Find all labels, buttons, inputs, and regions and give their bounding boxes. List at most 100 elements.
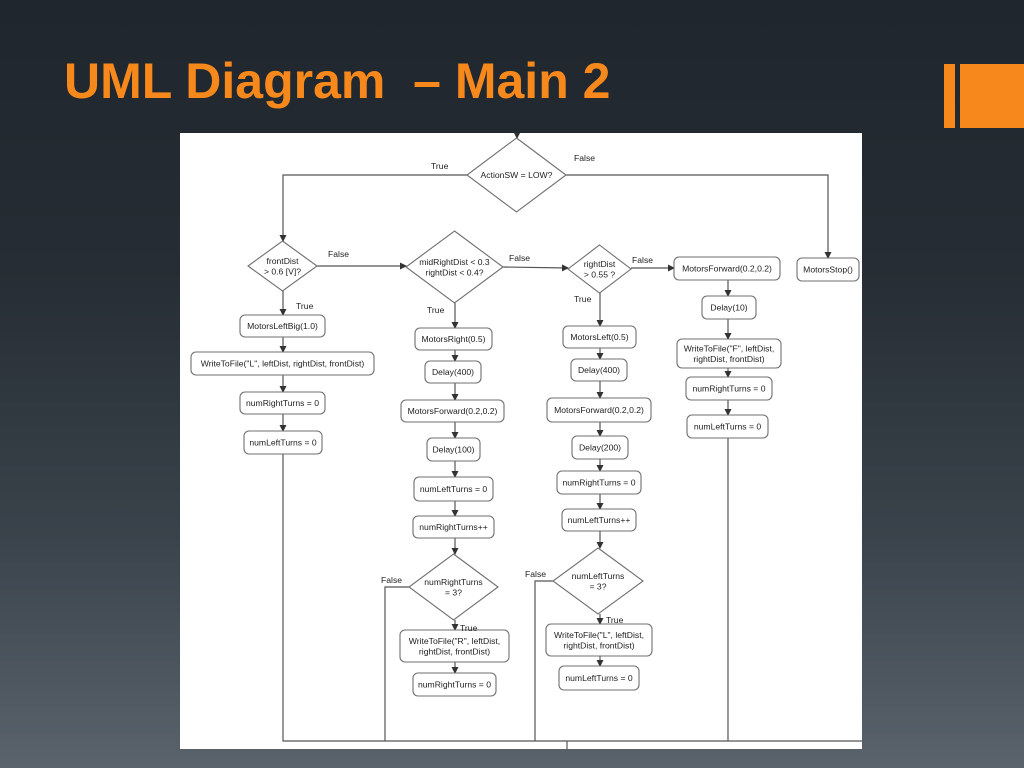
process-node-p-lt0-d: numLeftTurns = 0 (686, 414, 769, 439)
accent-bar-thin (944, 64, 955, 128)
process-node-p-stop: MotorsStop() (796, 257, 860, 282)
process-box (676, 338, 782, 369)
accent-bar-wide (960, 64, 1024, 128)
node-label: = 3? (590, 581, 607, 591)
process-box (571, 435, 629, 460)
node-label: WriteToFile("L", leftDist, rightDist, fr… (201, 359, 365, 369)
process-box (426, 437, 481, 462)
node-label: > 0.55 ? (584, 269, 616, 279)
node-label: MotorsLeft(0.5) (570, 332, 628, 342)
process-box (414, 327, 493, 351)
edge-label-action-false: False (574, 153, 595, 163)
process-box (412, 515, 495, 539)
decision-diamond (247, 240, 318, 292)
process-box (399, 629, 510, 663)
slide-title: UML Diagram – Main 2 (64, 53, 611, 109)
node-label: numRightTurns = 0 (692, 384, 765, 394)
node-label: MotorsForward(0.2,0.2) (408, 406, 498, 416)
decision-node-d-rt3: numRightTurns= 3? (408, 553, 499, 621)
process-node-p-delay400-b: Delay(400) (570, 358, 628, 382)
decision-node-d-lt3: numLeftTurns= 3? (552, 547, 644, 615)
node-label: numRightTurns++ (419, 522, 487, 532)
process-node-p-rt0-d: numRightTurns = 0 (685, 376, 773, 401)
decision-diamond (405, 230, 504, 304)
node-label: MotorsLeftBig(1.0) (247, 321, 318, 331)
process-node-p-left: MotorsLeft(0.5) (562, 325, 637, 349)
flow-edge (566, 174, 832, 259)
flow-edge (282, 454, 862, 742)
node-label: WriteToFile("F", leftDist, (684, 343, 774, 353)
process-box (570, 358, 628, 382)
process-box (546, 397, 652, 423)
node-label: numRightTurns = 0 (246, 398, 319, 408)
process-node-p-rt0-a: numRightTurns = 0 (239, 391, 326, 415)
process-node-p-delay200: Delay(200) (571, 435, 629, 460)
node-label: numLeftTurns (572, 571, 625, 581)
node-label: rightDist < 0.4? (425, 267, 483, 277)
process-box (239, 391, 326, 415)
process-box (701, 295, 757, 320)
process-node-p-rtinc: numRightTurns++ (412, 515, 495, 539)
edge-label-front-false: False (328, 249, 349, 259)
process-box (239, 314, 326, 338)
process-node-p-wf-r: WriteToFile("R", leftDist,rightDist, fro… (399, 629, 510, 663)
decision-diamond (552, 547, 644, 615)
node-label: WriteToFile("L", leftDist, (554, 630, 644, 640)
edge-label-mid-false: False (509, 253, 530, 263)
edge-label-action-true: True (431, 161, 449, 171)
node-label: numRightTurns (424, 577, 482, 587)
node-label: rightDist (584, 259, 616, 269)
node-label: Delay(400) (432, 367, 474, 377)
flow-edge (384, 586, 409, 741)
edge-label-front-true: True (296, 301, 314, 311)
edge-label-right-true: True (574, 294, 592, 304)
edge-label-mid-true: True (427, 305, 445, 315)
process-box (413, 476, 494, 502)
process-box (412, 672, 497, 697)
process-box (190, 351, 375, 376)
node-label: rightDist, frontDist) (563, 640, 634, 650)
process-node-p-leftbig: MotorsLeftBig(1.0) (239, 314, 326, 338)
process-node-p-rt0-c: numRightTurns = 0 (556, 470, 642, 495)
node-label: MotorsRight(0.5) (422, 334, 486, 344)
process-box (562, 325, 637, 349)
edge-label-right-false: False (632, 255, 653, 265)
decision-diamond (466, 137, 567, 213)
process-node-p-fwd-a: MotorsForward(0.2,0.2) (400, 399, 505, 423)
flow-edge (502, 264, 569, 272)
decision-diamond (567, 244, 632, 294)
process-node-p-fwd-b: MotorsForward(0.2,0.2) (546, 397, 652, 423)
edge-label-rt3-false: False (381, 575, 402, 585)
node-label: rightDist, frontDist) (693, 354, 764, 364)
process-box (400, 399, 505, 423)
process-node-p-fwd-c: MotorsForward(0.2,0.2) (673, 256, 781, 281)
node-label: MotorsStop() (803, 265, 853, 275)
node-label: WriteToFile("R", leftDist, (409, 636, 500, 646)
process-node-p-rt0-b: numRightTurns = 0 (412, 672, 497, 697)
edge-label-lt3-false: False (525, 569, 546, 579)
node-label: > 0.6 [V]? (264, 266, 301, 276)
process-node-p-wf-l2: WriteToFile("L", leftDist,rightDist, fro… (545, 623, 653, 657)
process-box (685, 376, 773, 401)
process-node-p-ltinc: numLeftTurns++ (561, 508, 637, 532)
node-label: Delay(10) (710, 303, 747, 313)
process-box (556, 470, 642, 495)
node-label: Delay(400) (578, 365, 620, 375)
node-label: numLeftTurns = 0 (420, 484, 487, 494)
node-label: rightDist, frontDist) (419, 646, 490, 656)
process-box (561, 508, 637, 532)
process-node-p-wf-l1: WriteToFile("L", leftDist, rightDist, fr… (190, 351, 375, 376)
node-label: numLeftTurns++ (568, 515, 631, 525)
process-node-p-lt0-a: numLeftTurns = 0 (243, 430, 323, 455)
edge-label-rt3-true: True (460, 623, 478, 633)
process-node-p-delay10: Delay(10) (701, 295, 757, 320)
process-box (796, 257, 860, 282)
process-node-p-delay400-a: Delay(400) (424, 360, 482, 384)
node-label: = 3? (445, 587, 462, 597)
edge-label-lt3-true: True (606, 615, 624, 625)
process-box (545, 623, 653, 657)
decision-node-d-action: ActionSW = LOW? (466, 137, 567, 213)
node-label: numLeftTurns = 0 (694, 422, 761, 432)
process-box (673, 256, 781, 281)
